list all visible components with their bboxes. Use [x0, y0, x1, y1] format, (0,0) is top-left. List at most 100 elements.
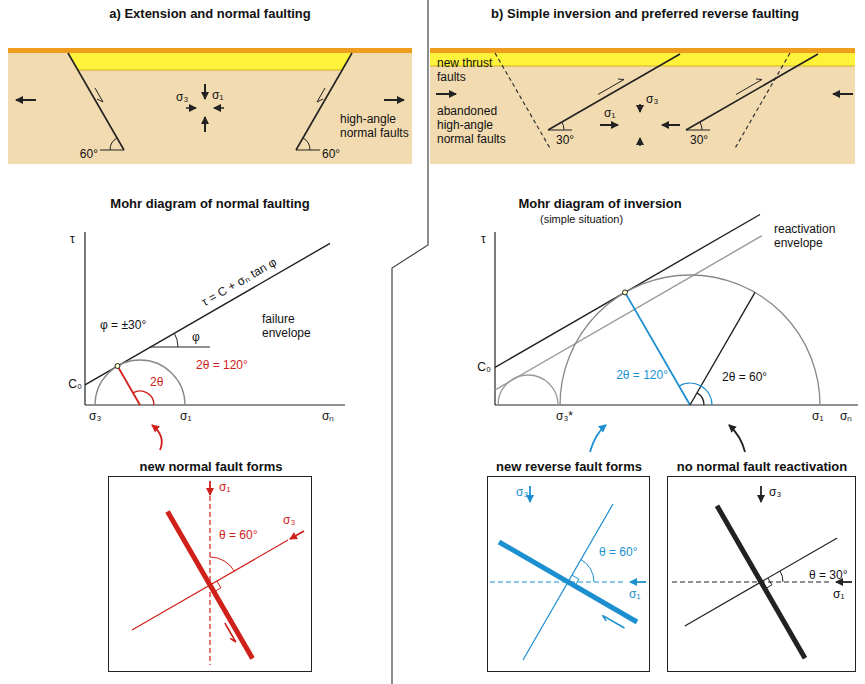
normal-fault-sketch — [210, 557, 234, 571]
axis-label: φ — [192, 330, 200, 344]
axis-label: σ₁ — [812, 409, 823, 423]
stress-label: 60° — [80, 147, 98, 161]
mohr-diagram-b — [690, 292, 755, 405]
mohr-diagram-b — [495, 215, 858, 453]
cross-section-a — [204, 84, 206, 99]
mohr-diagram-a — [84, 232, 85, 405]
axis-label: τ — [481, 232, 486, 246]
mohr-diagram-b — [625, 292, 690, 405]
mohr-diagram-a — [118, 366, 141, 405]
cross-section-a — [8, 48, 412, 53]
mohr-diagram-b — [697, 393, 704, 405]
stress-label: θ = 60° — [219, 528, 258, 542]
cross-section-a — [110, 138, 117, 150]
stress-label: θ = 60° — [599, 545, 638, 559]
cross-section-a — [186, 107, 196, 109]
stress-label: abandoned high-angle normal faults — [437, 104, 513, 146]
cross-section-b — [639, 138, 641, 146]
stress-label: 60° — [322, 147, 340, 161]
stress-label: σ₃ — [516, 485, 528, 499]
stress-label: σ₃ — [646, 92, 658, 106]
cross-section-a — [68, 53, 352, 70]
mohr-diagram-b — [495, 215, 760, 368]
stress-label: σ₁ — [212, 88, 223, 102]
cross-section-a — [214, 107, 224, 109]
cross-section-a — [296, 150, 320, 151]
section-heading: b) Simple inversion and preferred revers… — [491, 6, 799, 22]
axis-label: 2θ = 120° — [616, 368, 668, 382]
reverse-fault-sketch — [581, 560, 594, 583]
section-heading: a) Extension and normal faulting — [109, 6, 311, 22]
axis-label: τ — [70, 232, 75, 246]
mohr-diagram-a — [85, 232, 345, 450]
cross-section-b — [700, 122, 702, 130]
locked-fault-sketch — [685, 538, 837, 626]
cross-section-a — [95, 88, 103, 102]
mohr-diagram-a — [174, 333, 178, 347]
cross-section-b — [639, 104, 641, 112]
cross-section-b — [598, 79, 624, 95]
axis-label: σ₃* — [556, 409, 573, 423]
cross-section-b — [548, 130, 572, 131]
normal-fault-sketch — [214, 581, 221, 592]
axis-label: τ = C + σₙ tan φ — [199, 255, 279, 309]
cross-section-panel: σ₁σ₃60°60°high-angle normal faults — [8, 48, 412, 164]
axis-label: reactivation envelope — [774, 222, 854, 250]
stress-label: σ₁ — [833, 587, 844, 601]
cross-section-b — [736, 79, 762, 95]
box-heading: new normal fault forms — [139, 459, 282, 475]
reverse-fault-sketch — [630, 581, 646, 583]
axis-label: 2θ = 120° — [196, 358, 248, 372]
locked-fault-sketch — [672, 486, 852, 658]
mohr-diagram-a — [115, 364, 120, 369]
cross-section-b — [548, 54, 680, 130]
cross-section-a — [317, 88, 325, 102]
cross-section-b — [734, 53, 790, 150]
stress-label: θ = 30° — [809, 568, 848, 582]
mohr-diagram-a — [85, 404, 345, 405]
axis-label: C₀ — [477, 360, 491, 374]
cross-section-b — [430, 48, 855, 53]
cross-section-a — [100, 150, 124, 151]
mohr-diagram-b — [590, 425, 606, 452]
axis-label: 2θ = 60° — [722, 370, 767, 384]
mohr-diagram-b — [495, 236, 762, 390]
stress-label: σ₁ — [629, 587, 640, 601]
locked-fault-sketch — [760, 486, 762, 502]
normal-fault-sketch — [132, 540, 288, 630]
cross-section-a — [77, 70, 343, 71]
mohr-diagram-b — [495, 404, 858, 405]
mohr-diagram-b — [623, 290, 628, 295]
axis-label: 2θ — [150, 375, 163, 389]
mohr-diagram-b — [729, 425, 745, 452]
reverse-fault-sketch — [490, 486, 646, 660]
normal-fault-sketch — [132, 481, 304, 665]
cross-section-b — [430, 48, 855, 164]
axis-label: φ = ±30° — [100, 318, 146, 332]
stress-label: σ₃ — [769, 485, 781, 499]
mohr-diagram-a — [95, 360, 185, 405]
stress-label: σ₁ — [219, 480, 230, 494]
box-heading: no normal fault reactivation — [677, 459, 847, 475]
cross-section-b — [686, 54, 818, 130]
stress-label: 30° — [556, 133, 574, 147]
locked-fault-sketch — [765, 578, 772, 589]
cross-section-b — [562, 122, 564, 130]
cross-section-a — [204, 117, 206, 132]
cross-section-b — [662, 124, 680, 126]
cross-section-b — [600, 124, 618, 126]
axis-label: (simple situation) — [540, 212, 623, 226]
axis-label: σₙ — [840, 409, 852, 423]
cross-section-b — [430, 48, 855, 164]
cross-section-b — [436, 93, 456, 95]
cross-section-a — [384, 99, 404, 101]
fault-box: new reverse fault formsσ₃θ = 60°σ₁ — [487, 476, 650, 672]
mohr-diagram-b — [494, 232, 495, 405]
cross-section-a — [16, 99, 36, 101]
normal-fault-sketch — [209, 481, 211, 495]
stress-label: σ₁ — [604, 106, 615, 120]
section-heading: Mohr diagram of normal faulting — [110, 196, 309, 212]
cross-section-panel: new thrust faults30°30°abandoned high-an… — [430, 48, 855, 164]
cross-section-a — [68, 53, 124, 150]
